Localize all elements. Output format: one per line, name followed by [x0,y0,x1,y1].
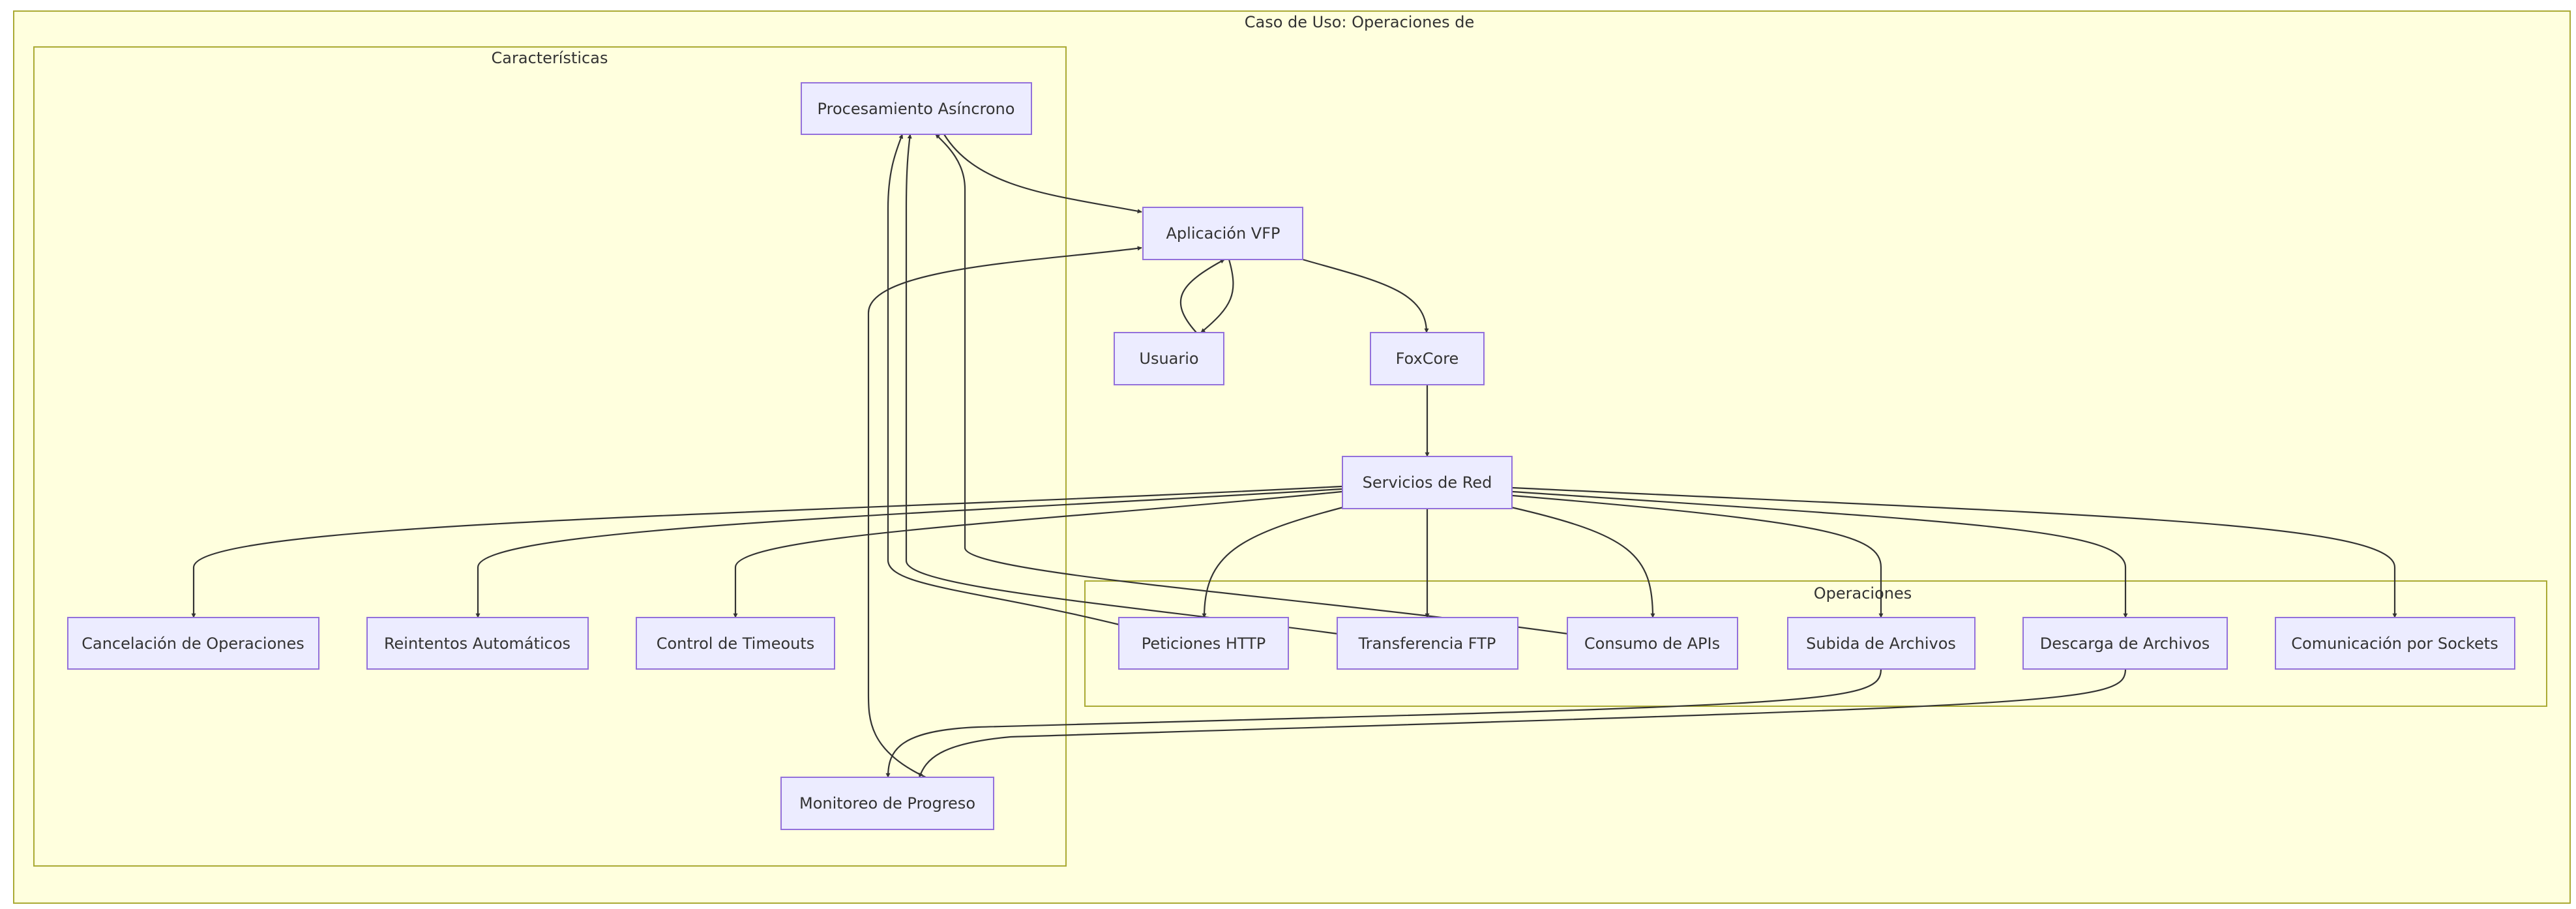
node-timeouts-label: Control de Timeouts [657,634,815,653]
node-timeouts[interactable]: Control de Timeouts [636,617,835,670]
node-servicios-label: Servicios de Red [1363,473,1492,492]
node-monitoreo[interactable]: Monitoreo de Progreso [780,777,994,830]
node-procesamiento-label: Procesamiento Asíncrono [818,100,1015,118]
node-cancelacion-label: Cancelación de Operaciones [81,634,304,653]
edge-servicios-sockets [1512,486,2397,618]
node-monitoreo-label: Monitoreo de Progreso [799,794,975,812]
caracteristicas-cluster: Características [33,46,1067,867]
edge-monitoreo-aplicacion [867,246,1142,778]
node-foxcore[interactable]: FoxCore [1370,332,1485,385]
node-ftp-label: Transferencia FTP [1358,634,1496,653]
diagram-title: Caso de Uso: Operaciones de [1245,13,1475,31]
node-descarga-label: Descarga de Archivos [2040,634,2210,653]
edge-usuario-aplicacion [1179,259,1225,333]
edge-servicios-timeouts [733,490,1342,618]
node-http-label: Peticiones HTTP [1142,634,1266,653]
edge-aplicacion-foxcore [1302,258,1429,333]
node-aplicacion-label: Aplicación VFP [1166,224,1281,243]
node-ftp[interactable]: Transferencia FTP [1337,617,1518,670]
node-reintentos[interactable]: Reintentos Automáticos [366,617,589,670]
edges [191,134,2397,778]
node-apis[interactable]: Consumo de APIs [1567,617,1738,670]
edge-http-procesamiento [887,134,1120,626]
node-cancelacion[interactable]: Cancelación de Operaciones [67,617,319,670]
caracteristicas-cluster-label: Características [492,49,608,67]
node-foxcore-label: FoxCore [1396,350,1459,368]
operaciones-cluster-label: Operaciones [1814,584,1912,603]
edge-aplicacion-usuario [1200,259,1234,333]
edge-servicios-subida [1512,494,1884,618]
edge-servicios-http [1202,506,1344,618]
node-usuario-label: Usuario [1139,350,1198,368]
node-apis-label: Consumo de APIs [1584,634,1720,653]
edge-servicios-cancelacion [191,485,1342,618]
node-procesamiento[interactable]: Procesamiento Asíncrono [801,82,1032,135]
node-subida[interactable]: Subida de Archivos [1787,617,1976,670]
edge-ftp-procesamiento [905,134,1339,635]
node-sockets-label: Comunicación por Sockets [2291,634,2498,653]
edge-subida-monitoreo [885,668,1882,778]
node-descarga[interactable]: Descarga de Archivos [2022,617,2228,670]
node-usuario[interactable]: Usuario [1114,332,1224,385]
node-sockets[interactable]: Comunicación por Sockets [2275,617,2515,670]
edge-descarga-monitoreo [918,668,2127,778]
node-servicios[interactable]: Servicios de Red [1342,456,1513,509]
edge-servicios-reintentos [475,488,1342,618]
edge-procesamiento-aplicacion [943,134,1142,214]
node-aplicacion[interactable]: Aplicación VFP [1142,207,1303,260]
edge-servicios-apis [1511,506,1655,618]
node-reintentos-label: Reintentos Automáticos [384,634,570,653]
edge-servicios-descarga [1512,490,2128,618]
edge-apis-procesamiento [935,134,1569,635]
node-http[interactable]: Peticiones HTTP [1118,617,1289,670]
node-subida-label: Subida de Archivos [1806,634,1956,653]
